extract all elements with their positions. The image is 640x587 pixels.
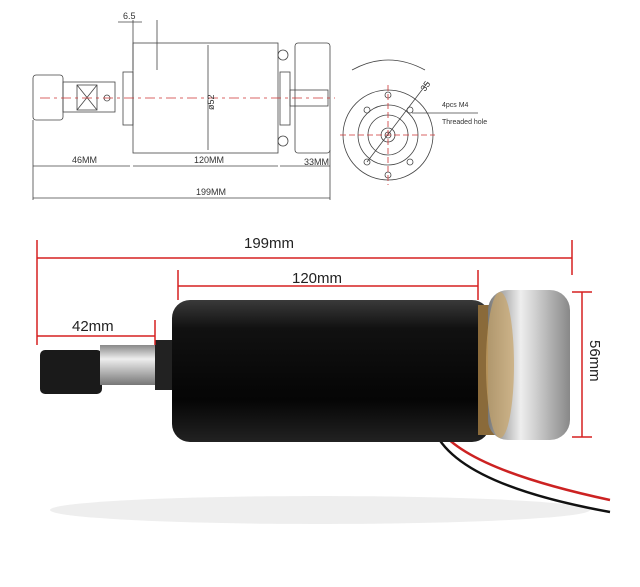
- shaft: [100, 345, 155, 385]
- mounting-hole: [406, 158, 414, 166]
- front-flange-outline: [122, 71, 134, 126]
- screw-head: [277, 49, 289, 61]
- bolt-circle-dimension-line: [366, 81, 429, 163]
- motor-photo: [40, 290, 611, 524]
- collet-nut: [40, 350, 102, 394]
- rear-flange-outline: [279, 71, 291, 126]
- photo-dim-diameter: 56mm: [586, 340, 603, 382]
- wrench-flat-outline: [76, 84, 98, 111]
- note-line2: Threaded hole: [442, 119, 487, 126]
- mounting-hole: [363, 158, 371, 166]
- note-line1: 4pcs M4: [442, 102, 469, 109]
- collet-outline: [32, 74, 64, 121]
- dim-body-label: 120MM: [194, 155, 224, 165]
- shaft-holder-outline: [62, 81, 116, 113]
- photo-dim-total: 199mm: [244, 235, 294, 252]
- dim-diameter-label: ø52: [206, 94, 216, 110]
- technical-drawing: [32, 20, 478, 200]
- motor-body: [172, 300, 490, 442]
- dim-front-label: 46MM: [72, 155, 97, 165]
- photo-dim-front: 42mm: [72, 318, 114, 335]
- mounting-hole: [363, 106, 371, 114]
- dim-total-label: 199MM: [196, 187, 226, 197]
- rotation-arrow-arc: [351, 59, 426, 71]
- black-wire: [433, 431, 611, 514]
- end-view: [340, 59, 478, 185]
- floor-shadow: [50, 496, 590, 524]
- fan-cap-rim: [486, 292, 514, 438]
- front-flange: [155, 340, 175, 390]
- screw-head: [277, 135, 289, 147]
- photo-dimension-lines: [36, 240, 592, 438]
- dim-bolt-circle-label: 35: [418, 79, 432, 93]
- dim-flange-label: 6.5: [123, 11, 136, 21]
- dim-rear-label: 33MM: [304, 157, 329, 167]
- wrench-flat-cross: [76, 84, 98, 111]
- photo-dim-body: 120mm: [292, 270, 342, 287]
